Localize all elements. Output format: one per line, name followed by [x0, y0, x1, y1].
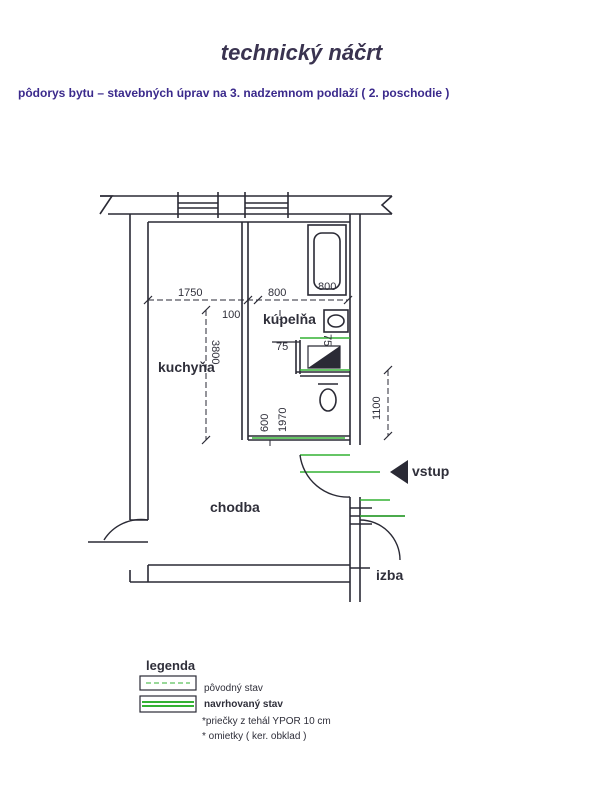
drawing-title: technický náčrt: [220, 40, 383, 65]
dim-75-a: 75: [276, 341, 288, 353]
legend-note-1: *priečky z tehál YPOR 10 cm: [202, 716, 331, 727]
proposed-lines: [252, 337, 405, 517]
entry-arrow-icon: [390, 460, 408, 484]
room-label-izba: izba: [376, 567, 403, 583]
dim-1750: 1750: [178, 287, 202, 299]
doors: [88, 454, 401, 561]
legend-swatches: [139, 675, 197, 713]
drawing-subtitle: pôdorys bytu – stavebných úprav na 3. na…: [18, 86, 450, 100]
dimension-ticks: [143, 295, 393, 445]
dim-1970: 1970: [277, 408, 289, 432]
room-label-kuchyna: kuchyňa: [158, 359, 215, 375]
dim-75-b: 75: [321, 334, 333, 346]
dim-600: 600: [259, 414, 271, 432]
legend-title: legenda: [146, 658, 196, 673]
entry-label-vstup: vstup: [412, 463, 449, 479]
legend-proposed: navrhovaný stav: [204, 699, 283, 710]
legend-original: pôvodný stav: [204, 683, 263, 694]
legend-note-2: * omietky ( ker. obklad ): [202, 731, 307, 742]
walls: [99, 192, 405, 602]
shower-fill-icon: [308, 346, 340, 368]
room-label-kupelna: kúpelňa: [263, 311, 316, 327]
dim-800: 800: [268, 287, 286, 299]
room-label-chodba: chodba: [210, 499, 260, 515]
dim-1100: 1100: [371, 396, 383, 420]
dim-800-tub: 800: [318, 281, 336, 293]
dim-3800: 3800: [209, 340, 221, 364]
dim-100: 100: [222, 309, 240, 321]
